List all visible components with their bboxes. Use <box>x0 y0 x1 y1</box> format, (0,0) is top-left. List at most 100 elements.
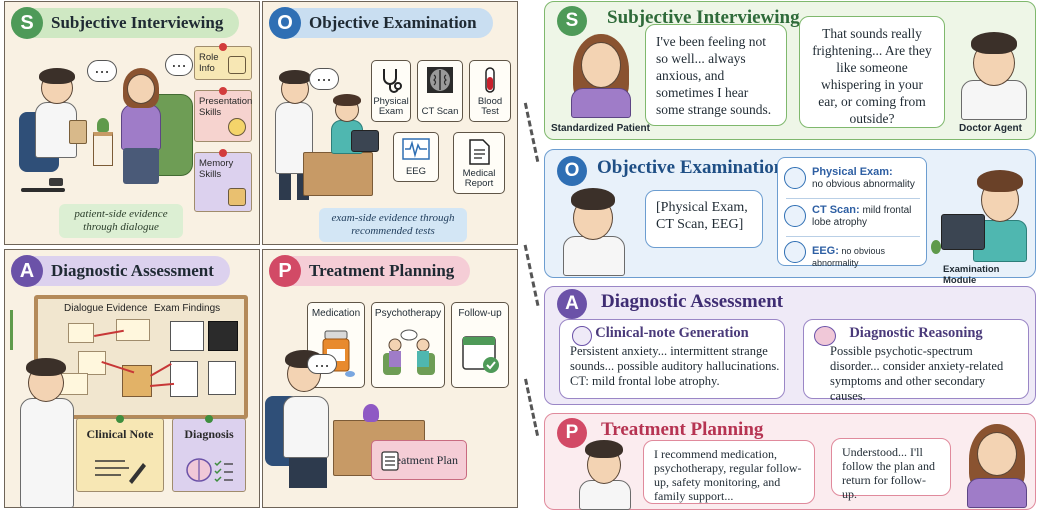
patient-figure <box>109 56 193 206</box>
finding-ct: CT Scan: mild frontal lobe atrophy <box>784 204 924 229</box>
test-tube-photo <box>170 361 198 397</box>
flow-arrow-o-a <box>523 244 543 306</box>
right-objective-panel: O Objective Examination [Physical Exam, … <box>544 149 1036 286</box>
calendar-check-icon <box>462 336 499 373</box>
plant-icon <box>10 310 30 350</box>
doctor-agent-label: Doctor Agent <box>959 123 1022 134</box>
folder-icon <box>228 188 246 206</box>
subjective-header: S Subjective Interviewing <box>11 7 240 39</box>
exam-desk <box>303 152 373 196</box>
clinical-note-label: Clinical Note <box>86 427 154 441</box>
o-badge: O <box>269 7 301 39</box>
clinical-note-title: Clinical-note Generation <box>595 325 749 341</box>
right-s-badge: S <box>557 6 587 36</box>
patient-portrait <box>565 34 637 118</box>
psychotherapy-label: Psychotherapy <box>374 308 442 319</box>
small-table <box>93 132 113 166</box>
brain-checklist-icon <box>186 458 233 483</box>
medication-label: Medication <box>311 308 361 319</box>
role-info-label: Role Info <box>199 52 219 74</box>
memory-skills-label: Memory Skills <box>199 158 234 180</box>
patient-speech: I've been feeling not so well... always … <box>645 24 787 126</box>
right-subjective-title: Subjective Interviewing <box>607 7 800 28</box>
eeg-label: EEG <box>405 166 427 177</box>
patient-thought-bubble: ... <box>165 54 193 76</box>
doctor-thinking-figure <box>14 352 84 508</box>
doctor-writing-figure <box>273 346 343 496</box>
exam-findings-label: Exam Findings <box>154 303 221 314</box>
examination-module-label: Examination Module <box>943 264 1000 286</box>
patient-portrait-p <box>963 424 1033 508</box>
follow-up-label: Follow-up <box>458 308 502 319</box>
test-tube-icon <box>485 67 495 93</box>
finding-physical: Physical Exam: no obvious abnormality <box>784 166 924 191</box>
objective-header: O Objective Examination <box>269 7 493 39</box>
doctor-speech-bubble-o: ... <box>309 68 339 90</box>
doctor-speech: That sounds really frightening... Are th… <box>799 16 945 128</box>
objective-caption: exam-side evidence through recommended t… <box>319 208 467 242</box>
psychotherapy-card: Psychotherapy <box>371 302 445 388</box>
flow-arrow-s-o <box>523 102 543 162</box>
flow-arrow-a-p <box>524 378 542 436</box>
checklist-clipboard-icon <box>381 451 399 471</box>
right-a-badge: A <box>557 289 587 319</box>
right-p-badge: P <box>557 418 587 448</box>
subjective-title: Subjective Interviewing <box>51 13 224 32</box>
right-assessment-title: Diagnostic Assessment <box>601 291 784 312</box>
right-objective-title: Objective Examination <box>597 157 785 178</box>
clinical-note-generation-box: Clinical-note Generation Persistent anxi… <box>559 319 785 399</box>
computer-monitor <box>351 130 379 152</box>
eeg-printout <box>170 321 204 351</box>
doctor-plan-speech: I recommend medication, psychotherapy, r… <box>643 440 815 504</box>
presentation-skills-note: Presentation Skills <box>194 87 253 142</box>
diagnostic-reasoning-title: Diagnostic Reasoning <box>849 325 983 341</box>
right-subjective-panel: S Subjective Interviewing Standardized P… <box>544 1 1036 140</box>
stethoscope-icon <box>784 167 806 189</box>
assessment-header: A Diagnostic Assessment <box>11 255 230 287</box>
report-document-icon <box>469 139 490 165</box>
profile-card-icon <box>228 56 246 74</box>
right-plan-title: Treatment Planning <box>601 419 764 440</box>
evidence-note-1 <box>68 323 94 343</box>
subjective-card: S Subjective Interviewing ... ... Role I… <box>4 1 260 245</box>
blood-test-label: Blood Test <box>477 96 503 117</box>
evidence-board: Dialogue Evidence Exam Findings <box>34 295 248 419</box>
finding-eeg: EEG: no obvious abnormality <box>784 241 924 269</box>
lab-sheet <box>208 361 236 395</box>
objective-title: Objective Examination <box>309 13 477 32</box>
clinical-note-body: Persistent anxiety... intermittent stran… <box>570 344 780 388</box>
clipboard-icon <box>572 326 592 346</box>
plan-title: Treatment Planning <box>309 261 455 280</box>
assessment-title: Diagnostic Assessment <box>51 261 214 280</box>
brain-icon <box>814 326 836 346</box>
doctor-portrait-p <box>573 440 637 510</box>
s-badge: S <box>11 7 43 39</box>
dialogue-evidence-label: Dialogue Evidence <box>64 303 148 314</box>
diagnostic-reasoning-box: Diagnostic Reasoning Possible psychotic-… <box>803 319 1029 403</box>
brain-scan-icon <box>427 67 453 93</box>
patient-label: Standardized Patient <box>551 123 650 134</box>
doctor-portrait-o <box>559 186 631 276</box>
technician-at-computer <box>931 164 1033 262</box>
physical-exam-label: Physical Exam <box>373 96 409 117</box>
diagnosis-label: Diagnosis <box>184 427 234 441</box>
presentation-skills-label: Presentation Skills <box>199 96 253 118</box>
plant-icon <box>363 404 379 422</box>
medical-report-label: Medical Report <box>462 168 496 189</box>
pen-note-icon <box>95 460 146 484</box>
role-info-note: Role Info <box>194 43 252 80</box>
subjective-caption: patient-side evidence through dialogue <box>59 204 183 238</box>
exam-findings-box: Physical Exam: no obvious abnormality CT… <box>777 157 927 269</box>
right-plan-panel: P Treatment Planning I recommend medicat… <box>544 413 1036 510</box>
evidence-note-3 <box>78 351 106 375</box>
physical-exam-tile: Physical Exam <box>371 60 411 122</box>
doctor-figure <box>15 50 95 200</box>
follow-up-card: Follow-up <box>451 302 509 388</box>
therapy-session-icon <box>383 329 435 375</box>
memory-skills-note: Memory Skills <box>194 149 252 212</box>
eeg-wave-icon <box>402 138 430 160</box>
eeg-tile: EEG <box>393 132 439 182</box>
medical-report-tile: Medical Report <box>453 132 505 194</box>
smiley-icon <box>228 118 246 136</box>
doctor-portrait <box>957 28 1031 120</box>
